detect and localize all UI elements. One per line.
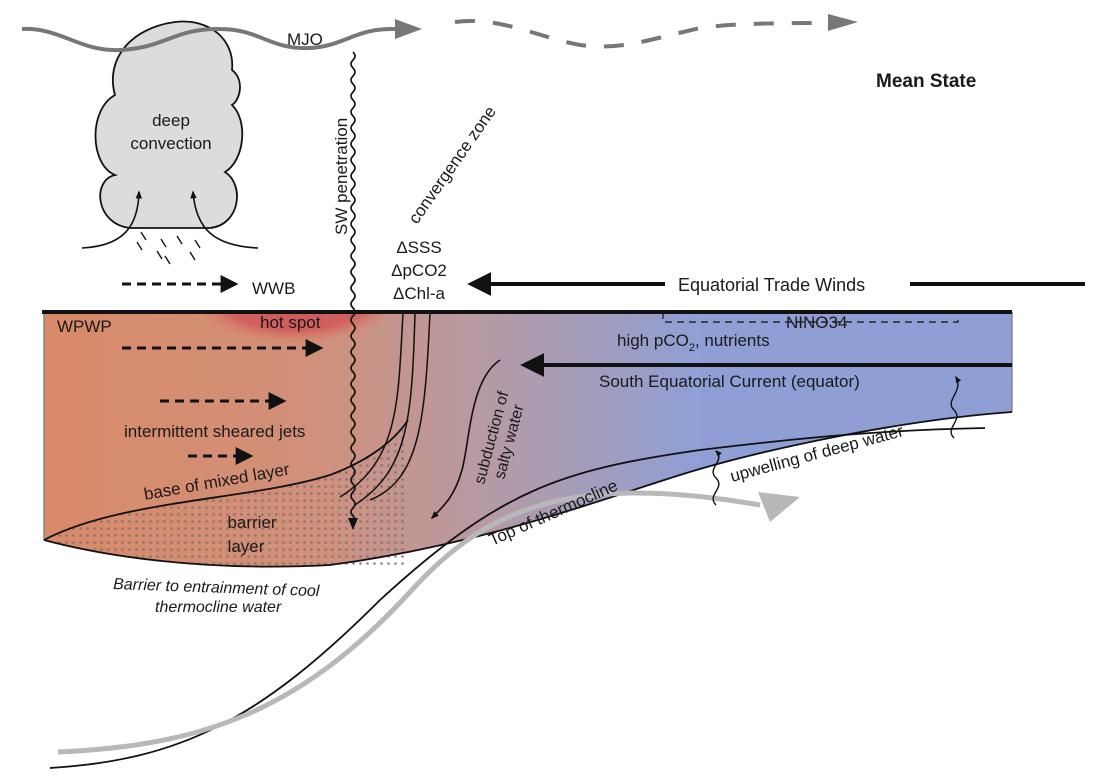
convergence-zone-label: convergence zone	[405, 103, 500, 228]
deep-water-arrow-stroke-visible	[57, 490, 761, 755]
barrier-note-line-1: Barrier to entrainment of cool	[113, 576, 320, 600]
high-pco2-label: high pCO2, nutrients	[617, 331, 770, 354]
barrier-layer-label-1: barrier	[227, 513, 276, 532]
delta-chla-label: ΔChl-a	[393, 284, 446, 303]
ocean-arrows	[122, 312, 1012, 520]
hot-spot-region	[205, 312, 385, 354]
upwelling-wavy-arrow-2	[950, 375, 962, 439]
sw-penetration-label: SW penetration	[332, 118, 351, 235]
inflow-arrow-left	[81, 190, 143, 249]
barrier-note-line-2: thermocline water	[155, 599, 282, 616]
barrier-layer-dots	[44, 420, 408, 570]
upwelling-wavy-arrow-1	[712, 450, 722, 506]
title: Mean State	[876, 71, 976, 92]
mjo-wave-dashed	[454, 19, 831, 49]
deep-convection-cloud	[94, 20, 244, 229]
convergence-streamline-2	[354, 312, 416, 506]
base-of-mixed-layer-line	[43, 419, 409, 541]
sec-label: South Equatorial Current (equator)	[599, 372, 860, 391]
sw-penetration-arrow-head	[348, 518, 358, 530]
top-of-thermocline-line	[43, 411, 1013, 568]
mjo-arrow-head	[395, 19, 422, 39]
ocean-section	[42, 310, 1013, 769]
deep-water-arrow	[57, 490, 800, 755]
wpwp-label: WPWP	[57, 317, 112, 336]
convergence-streamline-3	[369, 312, 431, 501]
mjo-label: MJO	[287, 30, 323, 49]
sw-penetration-wavy-line	[350, 51, 356, 525]
atmosphere-section	[21, 14, 1085, 530]
nino34-label: NINO34	[786, 313, 847, 332]
trade-winds-label: Equatorial Trade Winds	[678, 275, 865, 295]
nino34-box	[662, 312, 959, 323]
inflow-arrow-right	[190, 190, 259, 249]
subduction-arrow	[430, 359, 501, 520]
rain-streaks	[136, 231, 201, 265]
sheared-jets-label: intermittent sheared jets	[124, 422, 305, 441]
mjo-wave-solid	[21, 26, 396, 53]
deep-convection-label-1: deep	[152, 111, 190, 130]
convergence-streamline-1	[339, 312, 404, 498]
deep-water-arrow-head	[758, 492, 800, 522]
barrier-layer-label-2: layer	[228, 537, 265, 556]
hot-spot-label: hot spot	[260, 313, 321, 332]
delta-sss-label: ΔSSS	[396, 238, 441, 257]
mjo-dashed-arrow-head	[828, 14, 858, 31]
wwb-label: WWB	[252, 279, 295, 298]
delta-pco2-label: ΔpCO2	[391, 261, 447, 280]
deep-convection-label-2: convection	[130, 134, 211, 153]
